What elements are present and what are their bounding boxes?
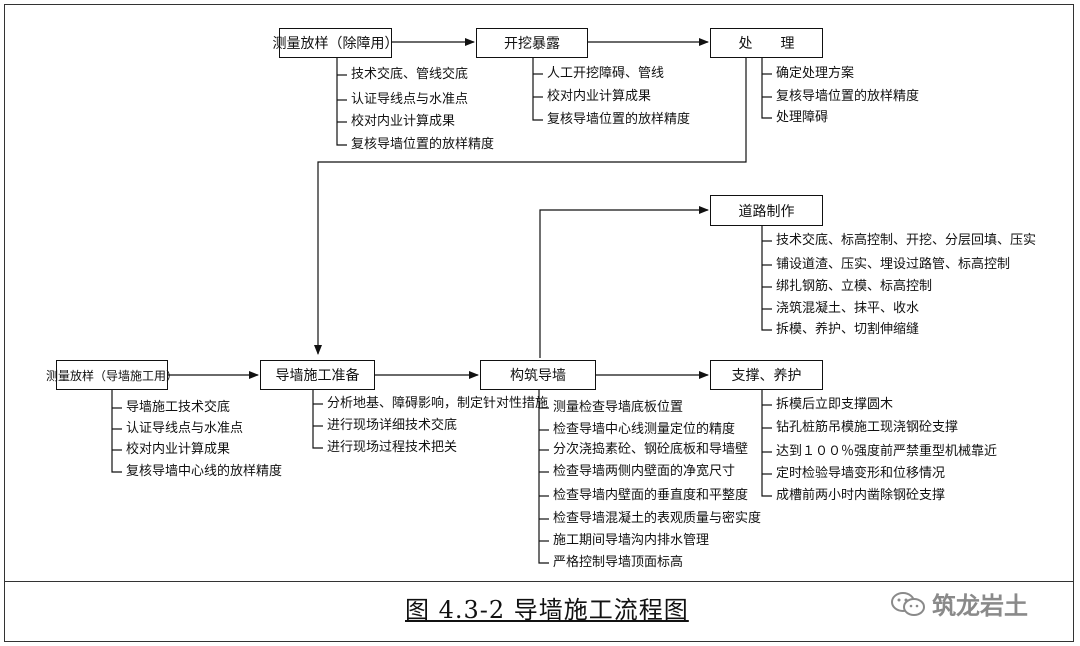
wechat-icon <box>891 591 925 616</box>
list-item: 认证导线点与水准点 <box>126 421 244 436</box>
node-excavate: 开挖暴露 <box>476 28 588 58</box>
watermark-text: 筑龙岩土 <box>932 592 1028 620</box>
list-item: 严格控制导墙顶面标高 <box>553 555 684 570</box>
arrow-handle-to-prep <box>314 58 747 355</box>
list-item: 技术交底、标高控制、开挖、分层回填、压实 <box>776 233 1037 248</box>
list-item: 认证导线点与水准点 <box>351 92 469 107</box>
list-item: 拆模、养护、切割伸缩缝 <box>776 322 920 337</box>
list-item: 导墙施工技术交底 <box>126 400 231 415</box>
figure-caption: 图 4.3-2 导墙施工流程图 <box>405 596 689 624</box>
node-prep: 导墙施工准备 <box>260 360 375 390</box>
list-item: 铺设道渣、压实、埋设过路管、标高控制 <box>776 257 1011 272</box>
list-item: 测量检查导墙底板位置 <box>553 400 684 415</box>
list-item: 校对内业计算成果 <box>126 442 231 457</box>
list-item: 钻孔桩筋吊模施工现浇钢砼支撑 <box>776 420 959 435</box>
list-item: 确定处理方案 <box>776 66 855 81</box>
list-item: 施工期间导墙沟内排水管理 <box>553 533 710 548</box>
node-road: 道路制作 <box>710 195 823 226</box>
node-build: 构筑导墙 <box>480 360 596 390</box>
list-item: 定时检验导墙变形和位移情况 <box>776 466 946 481</box>
caption-separator <box>5 581 1073 582</box>
list-item: 复核导墙位置的放样精度 <box>776 89 920 104</box>
list-item: 技术交底、管线交底 <box>351 67 469 82</box>
list-item: 复核导墙位置的放样精度 <box>547 112 691 127</box>
list-item: 复核导墙位置的放样精度 <box>351 137 495 152</box>
node-handle: 处 理 <box>710 28 823 58</box>
list-item: 浇筑混凝土、抹平、收水 <box>776 301 920 316</box>
list-item: 分析地基、障碍影响，制定针对性措施 <box>327 396 549 411</box>
list-item: 检查导墙中心线测量定位的精度 <box>553 422 736 437</box>
list-item: 校对内业计算成果 <box>351 114 456 129</box>
list-item: 检查导墙混凝土的表观质量与密实度 <box>553 511 762 526</box>
list-item: 分次浇捣素砼、钢砼底板和导墙壁 <box>553 442 749 457</box>
list-item: 处理障碍 <box>776 110 829 125</box>
list-item: 拆模后立即支撑圆木 <box>776 397 894 412</box>
list-item: 复核导墙中心线的放样精度 <box>126 464 283 479</box>
list-item: 成槽前两小时内凿除钢砼支撑 <box>776 488 946 503</box>
list-item: 进行现场过程技术把关 <box>327 440 458 455</box>
node-survey-remove: 测量放样（除障用） <box>273 28 399 58</box>
node-survey-wall: 测量放样（导墙施工用） <box>46 360 178 390</box>
list-item: 进行现场详细技术交底 <box>327 418 458 433</box>
figure-frame <box>4 4 1074 642</box>
list-item: 校对内业计算成果 <box>547 89 652 104</box>
watermark: 筑龙岩土 <box>890 586 1028 621</box>
list-item: 检查导墙内壁面的垂直度和平整度 <box>553 488 749 503</box>
list-item: 达到１００％强度前严禁重型机械靠近 <box>776 444 998 459</box>
arrow-build-to-road <box>539 206 709 358</box>
list-item: 绑扎钢筋、立模、标高控制 <box>776 279 933 294</box>
list-item: 检查导墙两侧内壁面的净宽尺寸 <box>553 464 736 479</box>
node-support: 支撑、养护 <box>710 360 823 390</box>
list-item: 人工开挖障碍、管线 <box>547 66 665 81</box>
